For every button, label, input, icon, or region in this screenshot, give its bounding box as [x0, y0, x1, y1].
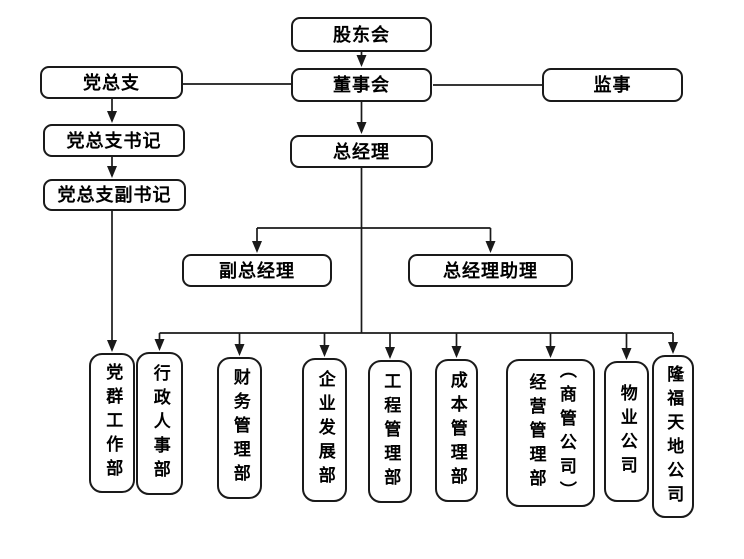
- node-supervisors-label: 监事: [593, 75, 632, 95]
- dept-longfu-tiandi-company: 隆福天地公司: [652, 355, 694, 518]
- node-general-manager-label: 总经理: [333, 141, 390, 162]
- dept-operations-management: 经营管理部 （商管公司）: [506, 359, 595, 507]
- dept-enterprise-development: 企业发展部: [302, 358, 347, 502]
- dept-finance-label: 财务管理部: [230, 368, 250, 488]
- dept-party-mass-work: 党群工作部: [89, 353, 135, 493]
- dept-engineering-management: 工程管理部: [368, 360, 412, 503]
- node-party-branch-secretary: 党总支书记: [43, 124, 185, 157]
- dept-finance-management: 财务管理部: [217, 357, 262, 499]
- dept-cost-label: 成本管理部: [447, 370, 467, 491]
- node-shareholders: 股东会: [291, 17, 432, 52]
- dept-engineering-label: 工程管理部: [381, 371, 401, 492]
- dept-operations-label: 经营管理部: [526, 373, 546, 493]
- node-party-secretary-label: 党总支书记: [66, 130, 162, 151]
- node-gm-assistant-label: 总经理助理: [443, 260, 538, 281]
- node-party-branch-deputy-secretary: 党总支副书记: [43, 179, 186, 211]
- dept-party-mass-work-label: 党群工作部: [103, 363, 123, 483]
- node-party-branch-label: 党总支: [83, 72, 140, 93]
- node-party-general-branch: 党总支: [40, 66, 183, 99]
- node-supervisors: 监事: [542, 68, 683, 102]
- dept-longfu-tiandi-label: 隆福天地公司: [664, 364, 684, 509]
- dept-admin-hr-label: 行政人事部: [150, 363, 170, 484]
- node-general-manager-assistant: 总经理助理: [408, 254, 573, 287]
- node-deputy-gm-label: 副总经理: [219, 260, 295, 281]
- node-shareholders-label: 股东会: [333, 24, 390, 45]
- dept-property-label: 物业公司: [617, 383, 637, 480]
- dept-admin-hr: 行政人事部: [136, 352, 183, 495]
- node-board-of-directors: 董事会: [291, 68, 432, 102]
- dept-enterprise-dev-label: 企业发展部: [315, 370, 335, 490]
- dept-cost-management: 成本管理部: [435, 359, 478, 502]
- node-general-manager: 总经理: [290, 135, 433, 168]
- node-deputy-general-manager: 副总经理: [182, 254, 332, 287]
- dept-operations-sublabel: （商管公司）: [556, 361, 576, 505]
- dept-property-company: 物业公司: [604, 361, 649, 502]
- node-board-label: 董事会: [333, 75, 390, 95]
- node-party-deputy-secretary-label: 党总支副书记: [57, 185, 172, 205]
